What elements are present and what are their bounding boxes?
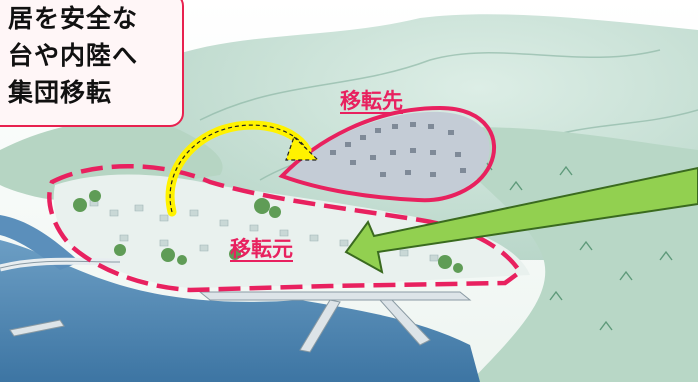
origin-label: 移転元 [230, 237, 293, 261]
mountain-ridge-lines [199, 49, 698, 181]
relocation-callout-box: 居を安全な 台や内陸へ 集団移転 [0, 0, 184, 127]
bridge-edge [0, 260, 121, 269]
curved-arrow-head [285, 135, 320, 161]
destination-housing [285, 111, 490, 199]
destination-outline [278, 105, 496, 203]
callout-line-3: 集団移転 [8, 78, 113, 107]
breakwater-small [9, 319, 65, 337]
river [0, 215, 80, 270]
destination-label: 移転先 [340, 89, 403, 113]
tree-clusters [73, 190, 463, 273]
callout-line-2: 台や内陸へ [8, 41, 139, 70]
harbour-breakwater [198, 291, 472, 353]
straight-green-arrow [344, 166, 698, 274]
callout-line-1: 居を安全な [8, 4, 139, 33]
sea [0, 240, 480, 382]
destination-houses [330, 122, 466, 177]
